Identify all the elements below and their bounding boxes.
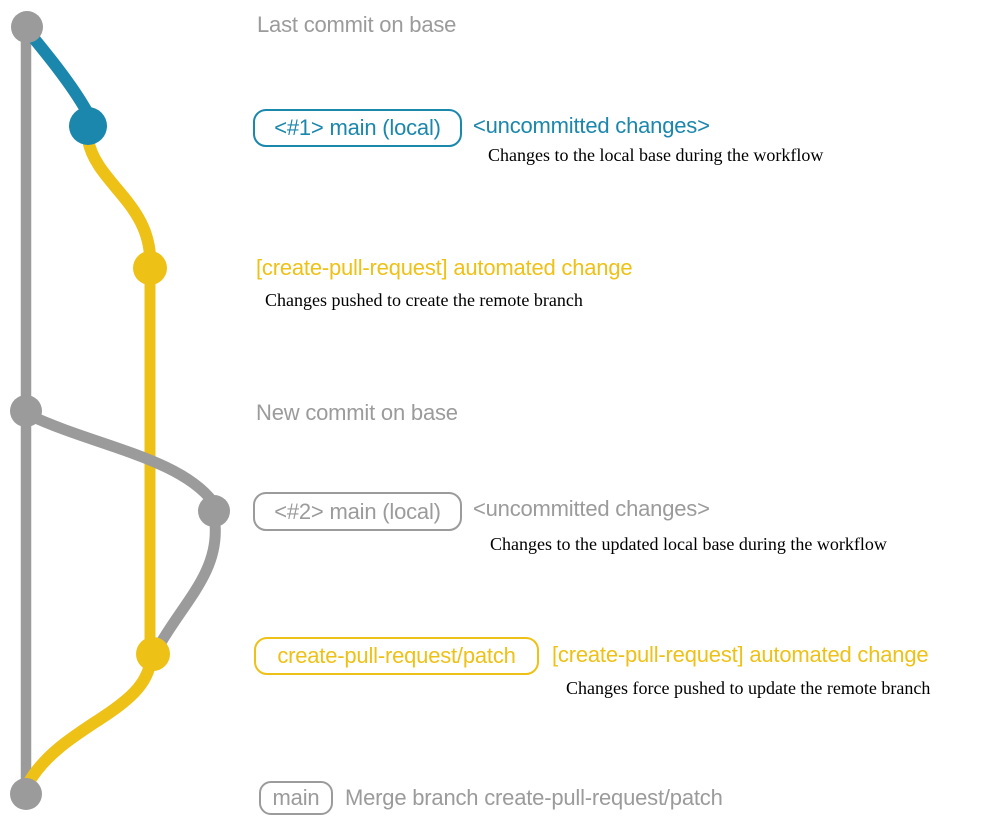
heading-uncommitted-changes-2: <uncommitted changes> [473, 496, 710, 521]
commit-graph [10, 11, 230, 810]
note-pushed-to-create-branch: Changes pushed to create the remote bran… [265, 290, 583, 310]
branch-badge-main-local-1: <#1> main (local) [253, 109, 462, 147]
local-change-line-2a [23, 409, 219, 508]
commit-node-automated-change-2 [136, 637, 170, 671]
commit-node-new-commit-on-base [10, 395, 42, 427]
commit-node-local-change-2 [198, 495, 230, 527]
heading-uncommitted-changes-1: <uncommitted changes> [473, 113, 710, 138]
commit-node-automated-change-1 [133, 251, 167, 285]
commit-node-merge-commit [10, 778, 42, 810]
note-force-pushed-to-update-branch: Changes force pushed to update the remot… [566, 678, 931, 698]
note-local-base-changes-1: Changes to the local base during the wor… [488, 145, 824, 165]
branch-badge-create-pull-request-patch: create-pull-request/patch [254, 637, 539, 675]
patch-merge-curve [23, 658, 156, 788]
local-change-line-1 [21, 24, 92, 116]
patch-branch-curve-top [82, 134, 156, 262]
note-updated-local-base-changes: Changes to the updated local base during… [490, 534, 887, 554]
local-change-line-2b [153, 518, 221, 652]
heading-automated-change-2: [create-pull-request] automated change [552, 642, 929, 667]
commit-node-local-change-1 [69, 107, 107, 145]
label-merge-branch: Merge branch create-pull-request/patch [345, 785, 723, 810]
heading-automated-change-1: [create-pull-request] automated change [256, 255, 633, 280]
commit-node-last-commit-on-base [11, 11, 43, 43]
label-new-commit-on-base: New commit on base [256, 400, 458, 425]
branch-badge-main: main [259, 781, 333, 815]
label-last-commit-on-base: Last commit on base [257, 12, 457, 37]
branch-badge-main-local-2: <#2> main (local) [253, 492, 462, 531]
